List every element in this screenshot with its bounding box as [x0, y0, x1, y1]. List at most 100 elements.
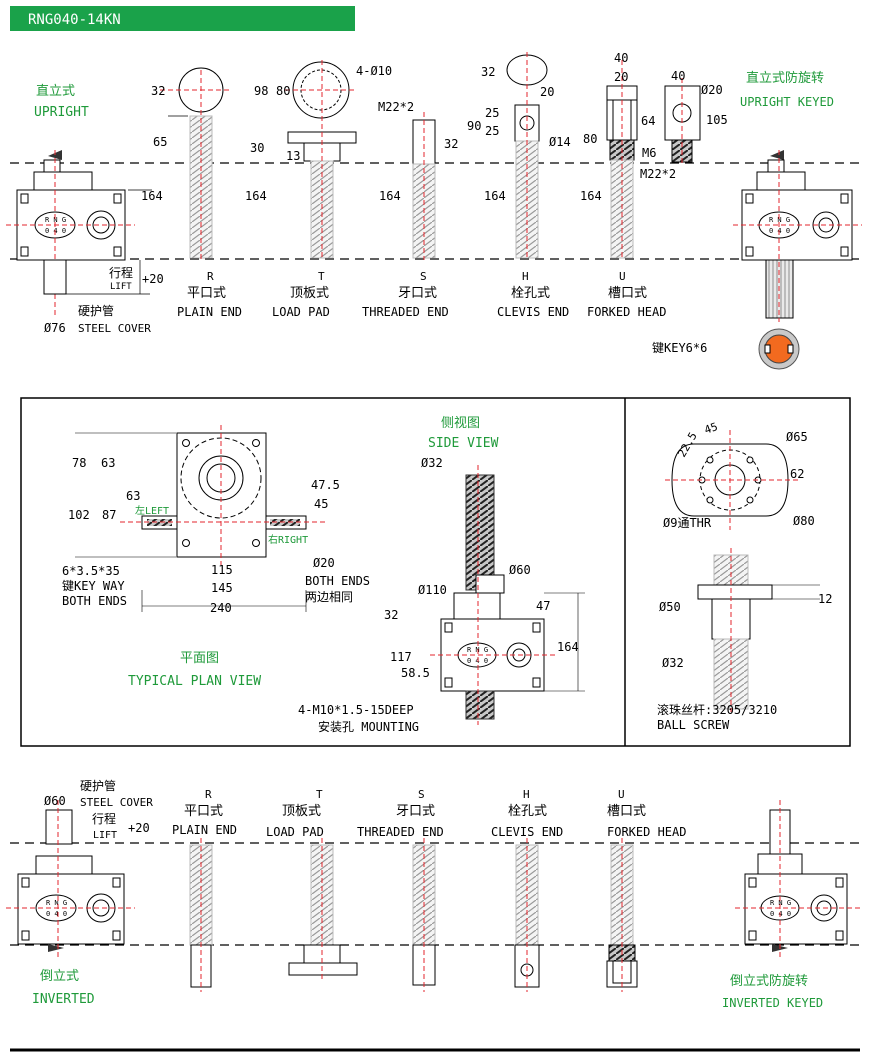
end-s-cn: 牙口式: [398, 286, 437, 301]
bs-12: 12: [818, 592, 832, 606]
inverted-keyed-jack: R N G 0 4 0: [735, 800, 860, 958]
end-h-164: 164: [484, 189, 506, 203]
end-s-en: THREADED END: [362, 305, 449, 319]
end-t-code: T: [318, 270, 325, 283]
inv-mark-2: 0 4 0: [46, 910, 67, 918]
bs-62: 62: [790, 467, 804, 481]
end-s-d1: M22*2: [378, 100, 414, 114]
b-end-t-en: LOAD PAD: [266, 825, 324, 839]
ik-mark-1: R N G: [770, 899, 791, 907]
end-t-d3: 4-Ø10: [356, 64, 392, 78]
end-u-d7: 105: [706, 113, 728, 127]
end-t-inverted: [288, 838, 358, 980]
side-dia110: Ø110: [418, 583, 447, 597]
end-u-d4: 64: [641, 114, 655, 128]
side-117: 117: [390, 650, 412, 664]
cover-en: STEEL COVER: [78, 322, 151, 335]
inv-cover-en: STEEL COVER: [80, 796, 153, 809]
end-s-164: 164: [379, 189, 401, 203]
b-end-s-cn: 牙口式: [396, 804, 435, 819]
plan-115: 115: [211, 563, 233, 577]
bs-dia50: Ø50: [659, 600, 681, 614]
b-end-u-cn: 槽口式: [607, 804, 646, 819]
end-s-inverted: [412, 838, 436, 992]
plan-right: 右RIGHT: [268, 533, 308, 546]
plan-both-2: 两边相同: [305, 590, 353, 604]
housing-mark-1: R N G: [45, 216, 66, 224]
end-t-164: 164: [245, 189, 267, 203]
lift-cn: 行程: [109, 265, 133, 280]
top-section: 直立式 UPRIGHT 直立式防旋转 UPRIGHT KEYED R N G 0…: [6, 51, 862, 370]
inverted-jack: R N G 0 4 0: [6, 800, 135, 958]
plan-63b: 63: [126, 489, 140, 503]
end-r-en: PLAIN END: [177, 305, 242, 319]
key-label: 键KEY6*6: [652, 341, 707, 355]
b-end-s-code: S: [418, 788, 425, 801]
plan-title-en: TYPICAL PLAN VIEW: [128, 674, 261, 689]
housing-mark-2: 0 4 0: [45, 227, 66, 235]
b-end-r-code: R: [205, 788, 212, 801]
end-t-d1: 98: [254, 84, 268, 98]
cover-cn: 硬护管: [78, 303, 114, 318]
inverted-cn: 倒立式: [40, 969, 79, 984]
upright-jack: R N G 0 4 0: [6, 150, 152, 315]
end-s-upright: [412, 112, 436, 260]
end-u-d2: 20: [614, 70, 628, 84]
end-u-164: 164: [580, 189, 602, 203]
end-s-d2: 32: [444, 137, 458, 151]
model-title: RNG040-14KN: [28, 12, 121, 28]
plan-63a: 63: [101, 456, 115, 470]
end-u-cn: 槽口式: [608, 286, 647, 301]
plan-475: 47.5: [311, 478, 340, 492]
end-u-d8: M6: [642, 146, 656, 160]
end-u-en: FORKED HEAD: [587, 305, 666, 319]
plan-both-1: BOTH ENDS: [305, 574, 370, 588]
end-h-en: CLEVIS END: [497, 305, 569, 319]
inv-lift-value: +20: [128, 821, 150, 835]
end-h-code: H: [522, 270, 529, 283]
side-mount-1: 4-M10*1.5-15DEEP: [298, 703, 414, 717]
b-end-r-cn: 平口式: [184, 804, 223, 819]
inv-cover-cn: 硬护管: [80, 778, 116, 793]
bs-dia80: Ø80: [793, 514, 815, 528]
side-view: R N G 0 4 0: [430, 465, 585, 725]
bs-holes: Ø9通THR: [663, 516, 712, 530]
end-h-inverted: [514, 838, 540, 992]
inv-lift-en: LIFT: [93, 830, 117, 841]
inv-lift-cn: 行程: [92, 811, 116, 826]
plan-45: 45: [314, 497, 328, 511]
end-u-d6: Ø20: [701, 83, 723, 97]
end-r-164: 164: [141, 189, 163, 203]
bs-dia32: Ø32: [662, 656, 684, 670]
plan-145: 145: [211, 581, 233, 595]
end-h-cn: 栓孔式: [511, 286, 550, 301]
end-u-d1: 40: [614, 51, 628, 65]
plan-keyway-3: BOTH ENDS: [62, 594, 127, 608]
b-end-s-en: THREADED END: [357, 825, 444, 839]
side-dia60: Ø60: [509, 563, 531, 577]
plan-78: 78: [72, 456, 86, 470]
inverted-en: INVERTED: [32, 992, 95, 1007]
b-end-t-code: T: [316, 788, 323, 801]
end-u-code: U: [619, 270, 626, 283]
inverted-keyed-cn: 倒立式防旋转: [730, 973, 808, 989]
keyed-mark-2: 0 4 0: [769, 227, 790, 235]
b-end-r-en: PLAIN END: [172, 823, 237, 837]
b-end-u-code: U: [618, 788, 625, 801]
bs-45: 45: [703, 420, 720, 437]
b-end-u-en: FORKED HEAD: [607, 825, 686, 839]
side-585: 58.5: [401, 666, 430, 680]
end-r-cn: 平口式: [187, 286, 226, 301]
plan-102: 102: [68, 508, 90, 522]
lift-value: +20: [142, 272, 164, 286]
inv-mark-1: R N G: [46, 899, 67, 907]
end-t-cn: 顶板式: [290, 286, 329, 301]
lift-en: LIFT: [110, 282, 132, 292]
keyed-mark-1: R N G: [769, 216, 790, 224]
inv-cover-dia: Ø60: [44, 794, 66, 808]
upright-en: UPRIGHT: [34, 105, 89, 120]
end-r-upright: [160, 67, 230, 260]
plan-left: 左LEFT: [135, 504, 169, 517]
upright-keyed-en: UPRIGHT KEYED: [740, 95, 834, 109]
